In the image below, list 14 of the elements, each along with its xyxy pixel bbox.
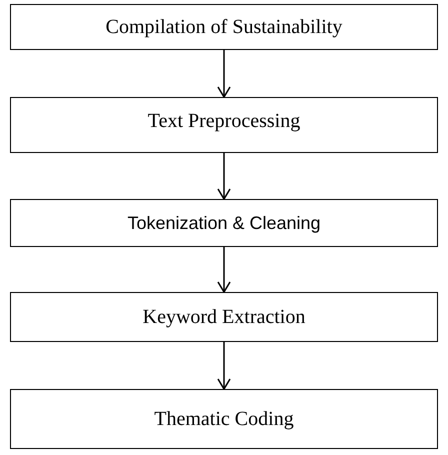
arrow [217,153,231,200]
arrow [217,342,231,390]
process-box [10,97,438,153]
arrow [217,50,231,98]
process-box [10,389,438,449]
process-box [10,292,438,342]
box-label: Keyword Extraction [142,306,306,328]
box-label: Thematic Coding [154,408,294,430]
process-box [10,199,438,247]
arrow [217,247,231,293]
process-box [10,4,438,50]
box-label: Text Preprocessing [148,110,300,133]
box-label: Tokenization & Cleaning [127,212,321,234]
box-label: Compilation of Sustainability [106,16,342,38]
